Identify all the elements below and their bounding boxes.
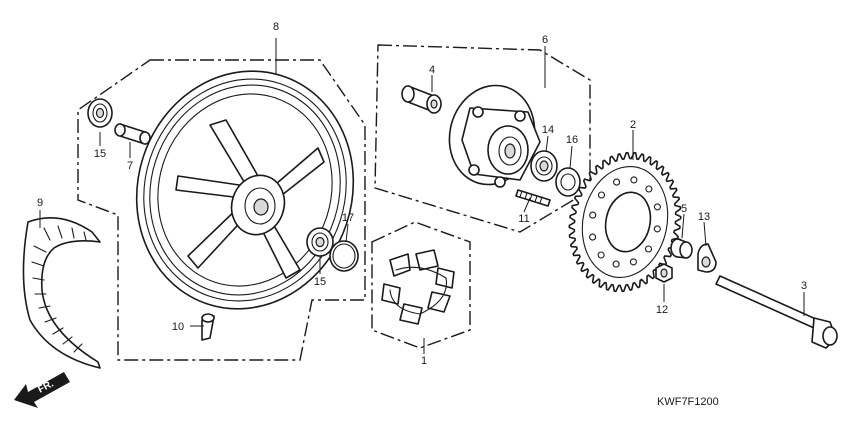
callout-17: 17	[342, 212, 354, 224]
sprocket-hole	[653, 225, 661, 233]
callout-5: 5	[681, 203, 687, 215]
sprocket-hole	[613, 178, 621, 186]
driven-flange	[448, 84, 541, 188]
diagram-code: KWF7F1200	[657, 396, 719, 408]
callout-8: 8	[273, 21, 279, 33]
oil-seal	[555, 167, 581, 197]
bearing-left	[87, 98, 113, 128]
callout-3: 3	[801, 280, 807, 292]
sprocket-hole	[597, 191, 606, 199]
callout-11: 11	[518, 213, 529, 225]
sprocket-hole	[629, 258, 637, 266]
driven-sprocket	[568, 151, 682, 293]
callout-2: 2	[630, 119, 636, 131]
sprocket-hole	[653, 203, 661, 211]
front-direction-arrow-icon: FR.	[14, 372, 70, 408]
hub-bearing	[530, 150, 558, 182]
tire	[22, 216, 101, 369]
bearing-right	[306, 227, 334, 257]
callout-15-right: 15	[314, 276, 326, 288]
callout-labels: 8 15 7 9 10 15 17 4 6 14 16 11 1 2 5 13 …	[37, 21, 807, 367]
callout-12: 12	[656, 304, 668, 316]
wheel-rim	[135, 70, 355, 310]
sprocket-hole	[645, 185, 653, 193]
wheel-damper	[381, 249, 455, 325]
rear-axle	[715, 275, 838, 349]
sprocket-hole	[630, 176, 638, 184]
axle-nut	[655, 263, 673, 283]
callout-15-left: 15	[94, 148, 106, 160]
sprocket-hole	[589, 211, 597, 219]
callout-9: 9	[37, 197, 43, 209]
callout-16: 16	[566, 134, 578, 146]
callout-13: 13	[698, 211, 710, 223]
callout-1: 1	[421, 355, 427, 367]
leader-lines	[39, 38, 805, 354]
hub-collar	[401, 85, 442, 114]
wheel-assembly-outline	[77, 59, 366, 361]
sprocket-hole	[597, 251, 605, 259]
callout-7: 7	[127, 160, 133, 172]
distance-collar	[114, 123, 151, 145]
callout-4: 4	[429, 64, 435, 76]
sprocket-hole	[589, 233, 597, 241]
stud-bolt	[515, 189, 551, 207]
adjuster-plate	[697, 243, 717, 273]
sprocket-hole	[612, 260, 620, 268]
callout-6: 6	[542, 34, 548, 46]
callout-14: 14	[542, 124, 554, 136]
valve-stem	[201, 313, 215, 341]
sprocket-hole	[644, 245, 653, 253]
damper-assembly-outline	[371, 221, 471, 349]
sprocket-collar	[670, 238, 693, 259]
callout-10: 10	[172, 321, 184, 333]
o-ring	[329, 240, 359, 272]
